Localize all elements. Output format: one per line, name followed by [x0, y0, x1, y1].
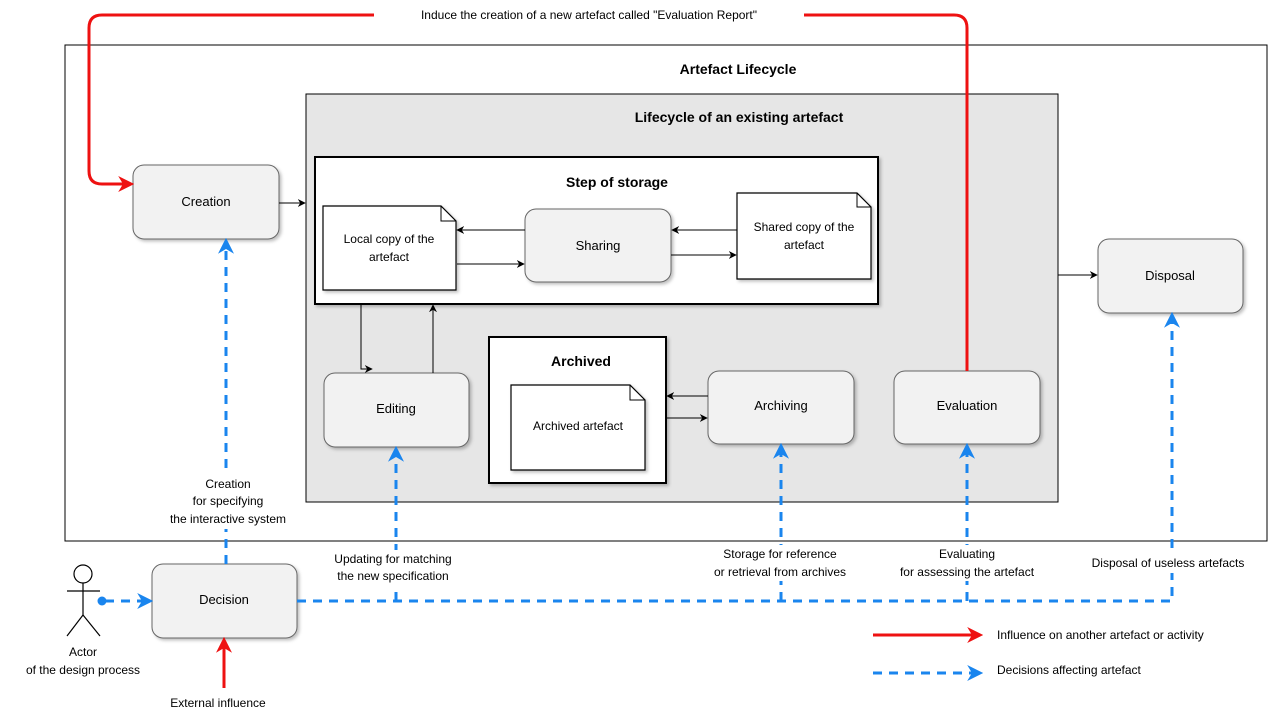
shared-copy-label-line2: artefact — [784, 238, 825, 252]
sharing-label: Sharing — [576, 238, 621, 253]
folded-corner-document-icon — [322, 205, 457, 291]
shared-copy-label-line1: Shared copy of the — [754, 220, 855, 234]
actor[interactable]: Actor of the design process — [26, 564, 140, 677]
storage-label-bg — [696, 545, 866, 581]
actor-connector-dot — [97, 596, 107, 606]
creation-node[interactable]: Creation — [132, 164, 280, 240]
editing-node[interactable]: Editing — [323, 372, 470, 448]
archived-artefact-label: Archived artefact — [533, 419, 624, 433]
creation-spec-label-bg — [158, 473, 298, 529]
evaluation-label: Evaluation — [937, 398, 998, 413]
storage-step-title: Step of storage — [566, 174, 668, 190]
updating-label-line2: the new specification — [337, 569, 448, 583]
folded-corner-document-icon — [510, 384, 646, 471]
archived-artefact-document[interactable]: Archived artefact — [510, 384, 646, 471]
stick-figure-icon — [66, 564, 101, 637]
disposal-label: Disposal — [1145, 268, 1195, 283]
local-copy-label-line1: Local copy of the — [344, 232, 435, 246]
decision-bus — [297, 311, 1180, 603]
creation-spec-label-line1: Creation — [205, 477, 250, 491]
local-copy-label-line2: artefact — [369, 250, 410, 264]
archived-title: Archived — [551, 353, 611, 369]
influence-arrows — [87, 13, 969, 688]
top-annotation-background — [374, 7, 804, 23]
folded-corner-document-icon — [736, 192, 872, 280]
legend-decision-label: Decisions affecting artefact — [997, 663, 1142, 677]
sharing-node[interactable]: Sharing — [524, 208, 672, 283]
evaluation-node[interactable]: Evaluation — [893, 370, 1041, 445]
decision-label: Decision — [199, 592, 249, 607]
storage-label-line1: Storage for reference — [723, 547, 837, 561]
storage-label-line2: or retrieval from archives — [714, 565, 846, 579]
legend-influence-label: Influence on another artefact or activit… — [997, 628, 1204, 642]
disposal-node[interactable]: Disposal — [1097, 238, 1244, 314]
decision-labels: Creation for specifying the interactive … — [170, 477, 1244, 710]
archiving-node[interactable]: Archiving — [707, 370, 855, 445]
creation-spec-label-line3: the interactive system — [170, 512, 286, 526]
actor-label-line2: of the design process — [26, 663, 140, 677]
editing-label: Editing — [376, 401, 416, 416]
artefact-lifecycle-title: Artefact Lifecycle — [680, 61, 797, 77]
updating-label-line1: Updating for matching — [334, 552, 451, 566]
creation-spec-label-line2: for specifying — [193, 494, 264, 508]
legend: Influence on another artefact or activit… — [873, 627, 1204, 681]
existing-artefact-lifecycle-title: Lifecycle of an existing artefact — [635, 109, 844, 125]
actor-label-line1: Actor — [69, 645, 97, 659]
arrow-storage-to-editing — [360, 304, 373, 373]
arrow-evaluation-to-creation — [87, 13, 969, 371]
flow-arrows — [279, 199, 1098, 422]
disposal-label-bg — [1067, 555, 1271, 573]
shared-copy-document[interactable]: Shared copy of the artefact — [736, 192, 872, 280]
evaluating-label-line2: for assessing the artefact — [900, 565, 1035, 579]
local-copy-document[interactable]: Local copy of the artefact — [322, 205, 457, 291]
evaluating-label-bg — [878, 545, 1058, 581]
top-annotation-label: Induce the creation of a new artefact ca… — [421, 8, 757, 22]
updating-label-bg — [317, 550, 469, 586]
archiving-label: Archiving — [754, 398, 807, 413]
disposal-decision-label: Disposal of useless artefacts — [1092, 556, 1245, 570]
evaluating-label-line1: Evaluating — [939, 547, 995, 561]
external-influence-label: External influence — [170, 696, 266, 710]
creation-label: Creation — [181, 194, 230, 209]
decision-node[interactable]: Decision — [151, 563, 298, 639]
